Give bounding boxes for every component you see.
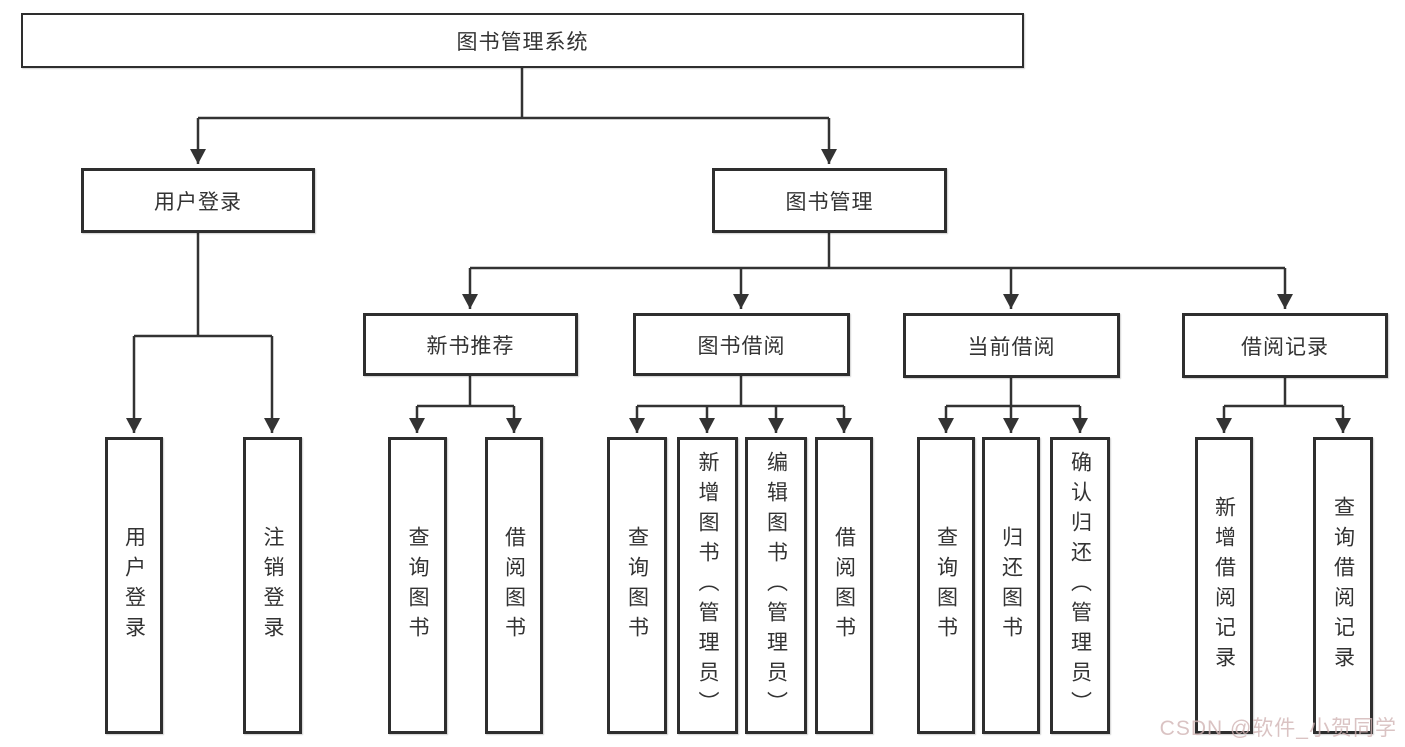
leaf-label: 编辑图书（管理员） — [764, 450, 788, 721]
leaf-logout: 注销登录 — [243, 437, 302, 734]
leaf-add-book-admin: 新增图书（管理员） — [677, 437, 738, 734]
leaf-user-login: 用户登录 — [105, 437, 163, 734]
leaf-label: 查询图书 — [406, 525, 430, 646]
node-label: 借阅记录 — [1241, 335, 1329, 359]
node-book-borrow: 图书借阅 — [633, 313, 850, 376]
leaf-label: 查询借阅记录 — [1331, 495, 1355, 676]
leaf-label: 用户登录 — [122, 525, 146, 646]
node-book-management: 图书管理 — [712, 168, 947, 233]
node-borrow-records: 借阅记录 — [1182, 313, 1388, 378]
node-label: 图书借阅 — [697, 334, 786, 358]
leaf-label: 确认归还（管理员） — [1068, 450, 1092, 721]
leaf-label: 查询图书 — [934, 525, 958, 646]
node-user-login: 用户登录 — [81, 168, 315, 233]
leaf-query-book-2: 查询图书 — [607, 437, 667, 734]
leaf-add-borrow-record: 新增借阅记录 — [1195, 437, 1253, 734]
leaf-label: 新增借阅记录 — [1212, 495, 1236, 676]
leaf-query-borrow-record: 查询借阅记录 — [1313, 437, 1373, 734]
node-label: 图书管理系统 — [456, 30, 589, 54]
leaf-query-book-1: 查询图书 — [388, 437, 447, 734]
leaf-label: 新增图书（管理员） — [696, 450, 720, 721]
node-library-management-system: 图书管理系统 — [21, 13, 1024, 68]
leaf-label: 查询图书 — [625, 525, 649, 646]
node-new-book-recommend: 新书推荐 — [363, 313, 578, 376]
leaf-query-book-3: 查询图书 — [917, 437, 975, 734]
leaf-borrow-book-1: 借阅图书 — [485, 437, 543, 734]
node-label: 用户登录 — [154, 190, 242, 214]
node-label: 图书管理 — [785, 190, 874, 214]
leaf-return-book: 归还图书 — [982, 437, 1040, 734]
node-current-borrow: 当前借阅 — [903, 313, 1120, 378]
leaf-label: 借阅图书 — [832, 525, 856, 646]
leaf-label: 注销登录 — [261, 525, 285, 646]
leaf-borrow-book-2: 借阅图书 — [815, 437, 873, 734]
node-label: 新书推荐 — [426, 334, 515, 358]
leaf-confirm-return-admin: 确认归还（管理员） — [1050, 437, 1110, 734]
leaf-label: 归还图书 — [999, 525, 1023, 646]
csdn-watermark: CSDN @软件_小贺同学 — [1159, 717, 1397, 740]
leaf-edit-book-admin: 编辑图书（管理员） — [745, 437, 807, 734]
leaf-label: 借阅图书 — [502, 525, 526, 646]
node-label: 当前借阅 — [967, 335, 1056, 359]
